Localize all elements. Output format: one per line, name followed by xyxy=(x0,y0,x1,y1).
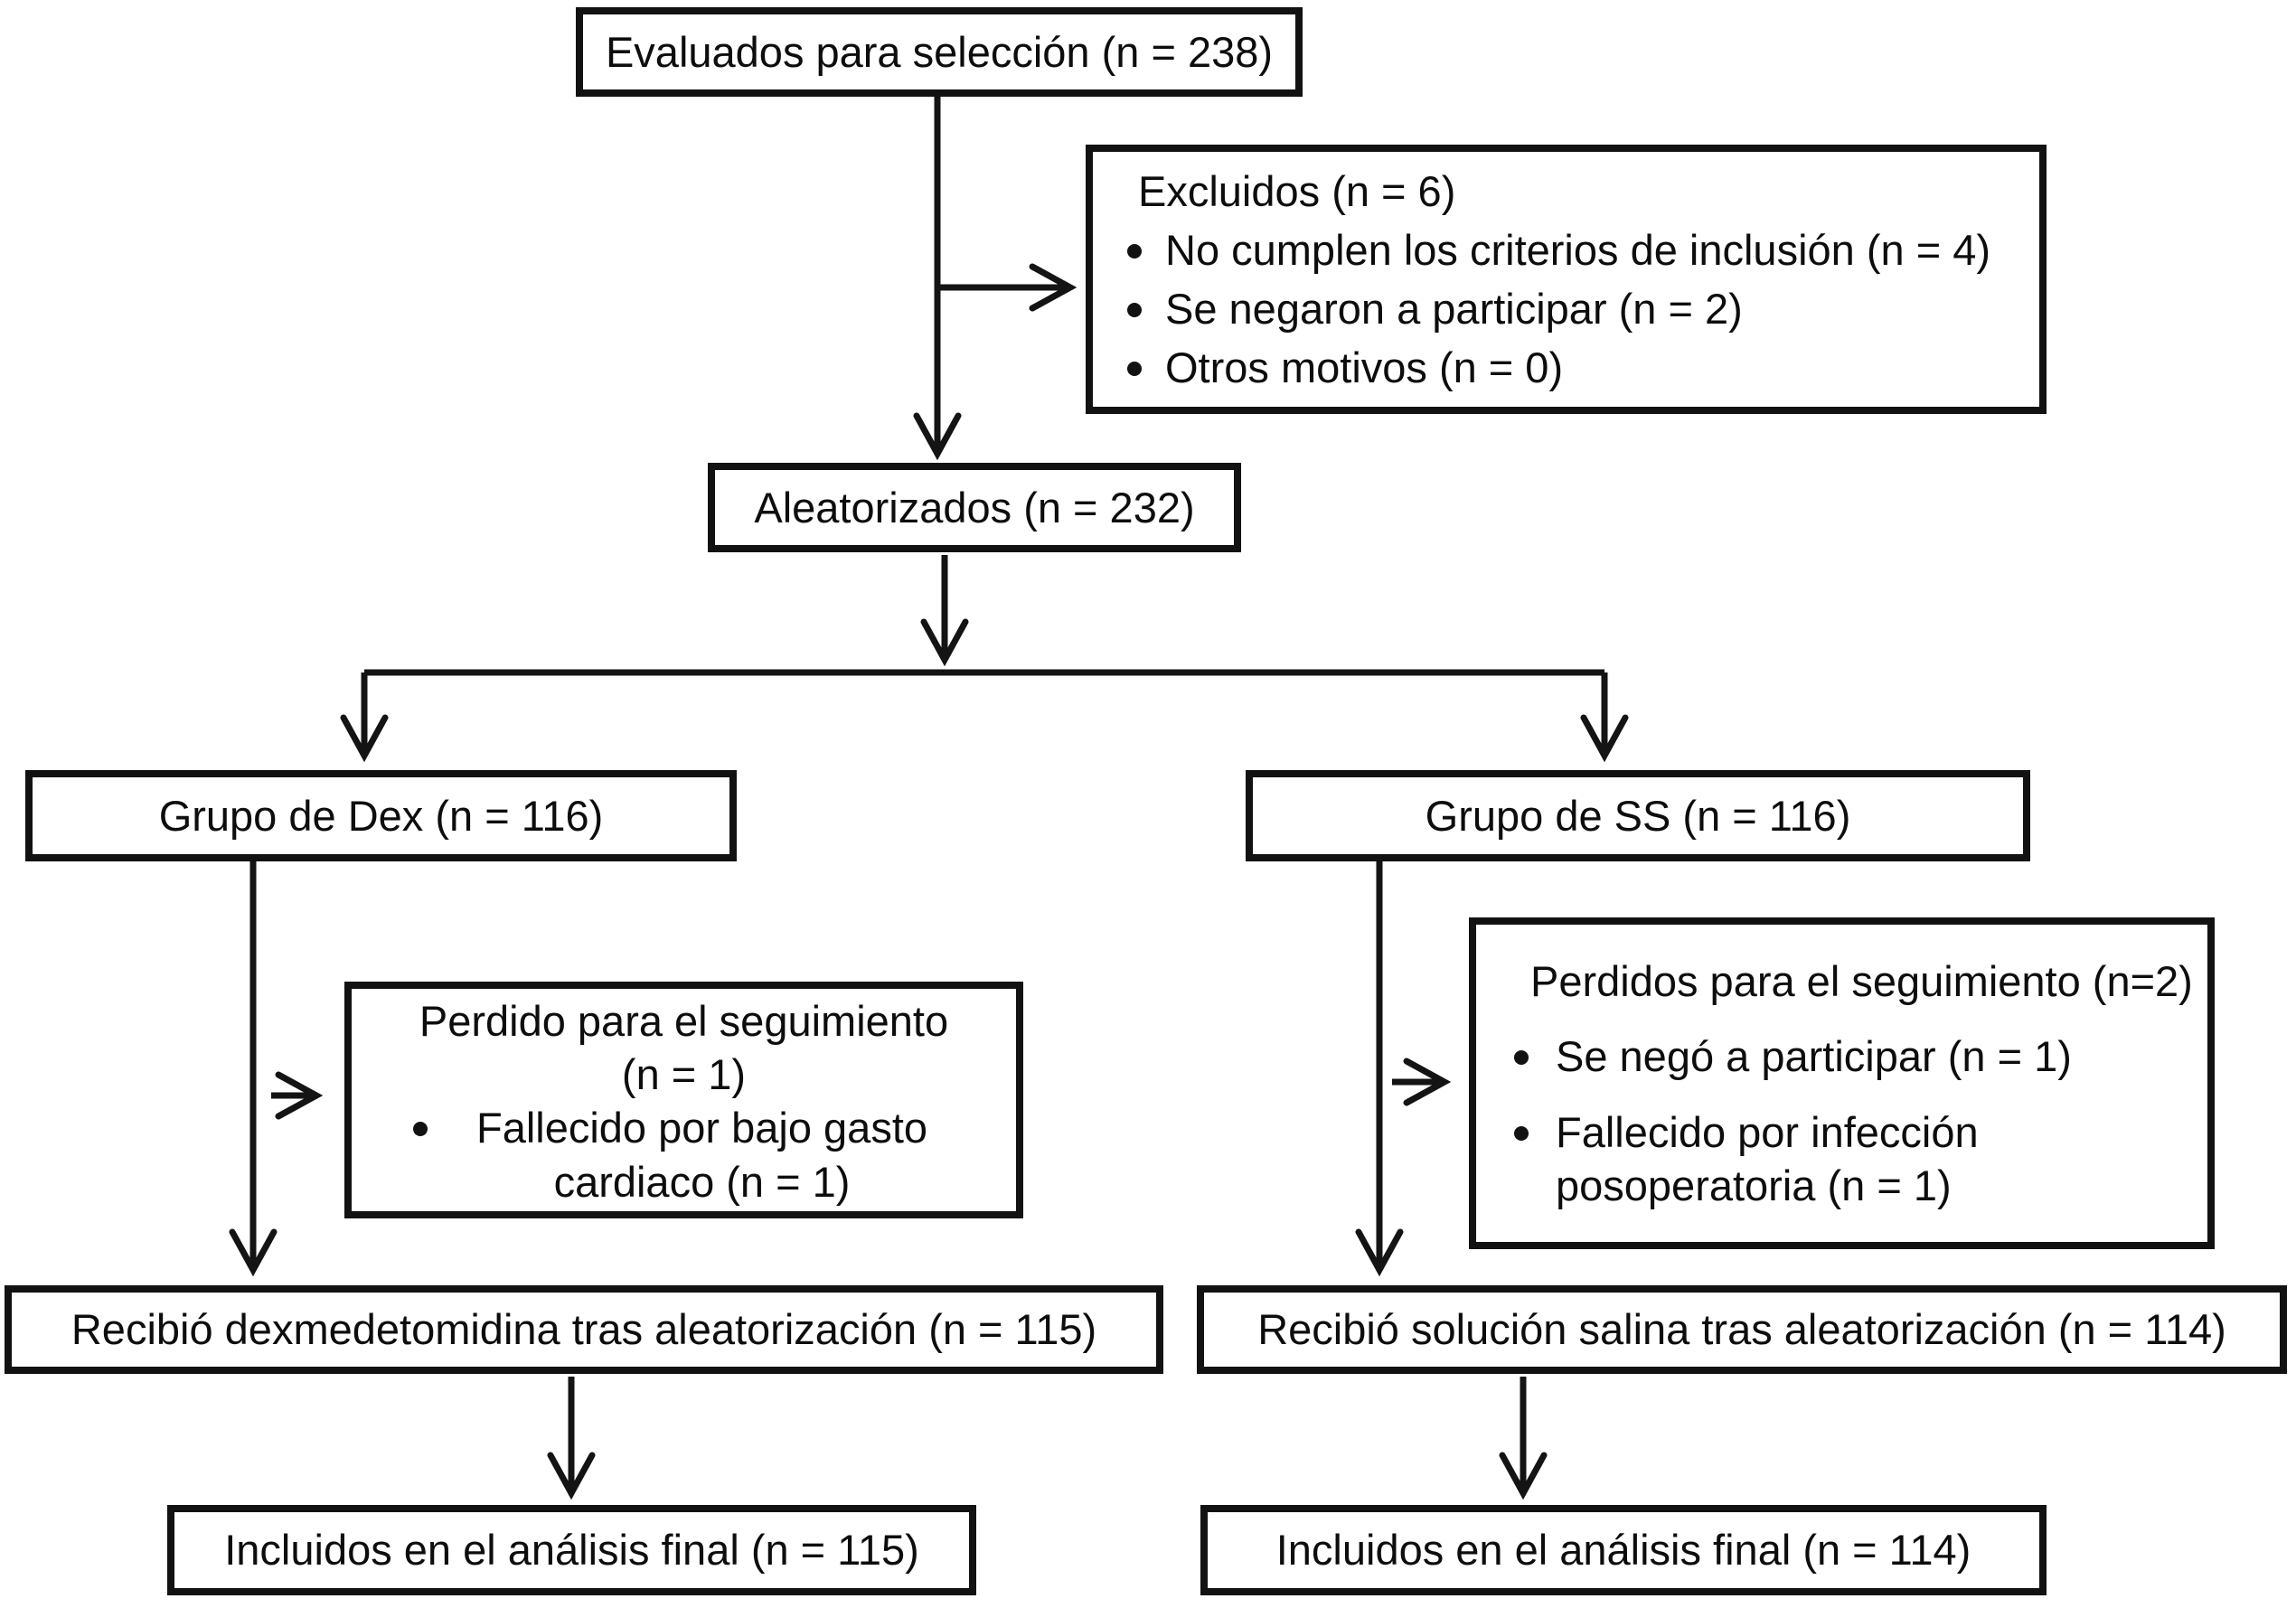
box-recibio-ss: Recibió solución salina tras aleatorizac… xyxy=(1197,1285,2287,1374)
box-aleatorizados: Aleatorizados (n = 232) xyxy=(708,463,1241,552)
bullet-icon xyxy=(412,1122,428,1137)
bullet-icon xyxy=(1514,1126,1529,1142)
box-excluidos: Excluidos (n = 6) No cumplen los criteri… xyxy=(1086,145,2047,414)
excluidos-bullet-3: Otros motivos (n = 0) xyxy=(1127,341,2018,394)
box-final-dex: Incluidos en el análisis final (n = 115) xyxy=(167,1505,976,1595)
box-perdido-dex-title-line2: (n = 1) xyxy=(621,1050,747,1099)
box-recibio-dex-label: Recibió dexmedetomidina tras aleatorizac… xyxy=(71,1305,1097,1354)
box-final-ss: Incluidos en el análisis final (n = 114) xyxy=(1200,1505,2047,1595)
box-grupo-dex-label: Grupo de Dex (n = 116) xyxy=(158,791,604,840)
box-grupo-ss-label: Grupo de SS (n = 116) xyxy=(1425,791,1851,840)
box-recibio-ss-label: Recibió solución salina tras aleatorizac… xyxy=(1257,1305,2226,1354)
perdidos-ss-bullet-1: Se negó a participar (n = 1) xyxy=(1514,1030,2193,1083)
box-final-dex-label: Incluidos en el análisis final (n = 115) xyxy=(224,1526,919,1575)
box-perdido-dex: Perdido para el seguimiento (n = 1) Fall… xyxy=(344,982,1023,1218)
perdidos-ss-bullet-2: Fallecido por infección posoperatoria (n… xyxy=(1514,1105,2193,1212)
box-grupo-dex: Grupo de Dex (n = 116) xyxy=(25,770,737,861)
box-perdidos-ss: Perdidos para el seguimiento (n=2) Se ne… xyxy=(1469,917,2215,1249)
box-aleatorizados-label: Aleatorizados (n = 232) xyxy=(754,483,1195,531)
bullet-icon xyxy=(1127,361,1142,376)
box-evaluados: Evaluados para selección (n = 238) xyxy=(576,7,1303,97)
bullet-icon xyxy=(1127,243,1142,259)
excluidos-bullet-1: No cumplen los criterios de inclusión (n… xyxy=(1127,223,2018,277)
box-final-ss-label: Incluidos en el análisis final (n = 114) xyxy=(1275,1526,1971,1575)
bullet-icon xyxy=(1127,302,1142,317)
box-evaluados-label: Evaluados para selección (n = 238) xyxy=(605,27,1274,76)
box-recibio-dex: Recibió dexmedetomidina tras aleatorizac… xyxy=(5,1285,1163,1374)
box-perdido-dex-title-line1: Perdido para el seguimiento xyxy=(419,997,949,1045)
box-perdido-dex-title: Perdido para el seguimiento (n = 1) xyxy=(370,994,998,1101)
bullet-icon xyxy=(1514,1050,1529,1066)
perdido-dex-bullet-1: Fallecido por bajo gasto cardiaco (n = 1… xyxy=(370,1101,998,1208)
excluidos-bullet-2: Se negaron a participar (n = 2) xyxy=(1127,282,2018,335)
box-grupo-ss: Grupo de SS (n = 116) xyxy=(1246,770,2030,861)
box-perdidos-ss-title: Perdidos para el seguimiento (n=2) xyxy=(1530,956,2193,1005)
box-excluidos-title: Excluidos (n = 6) xyxy=(1138,166,1456,215)
